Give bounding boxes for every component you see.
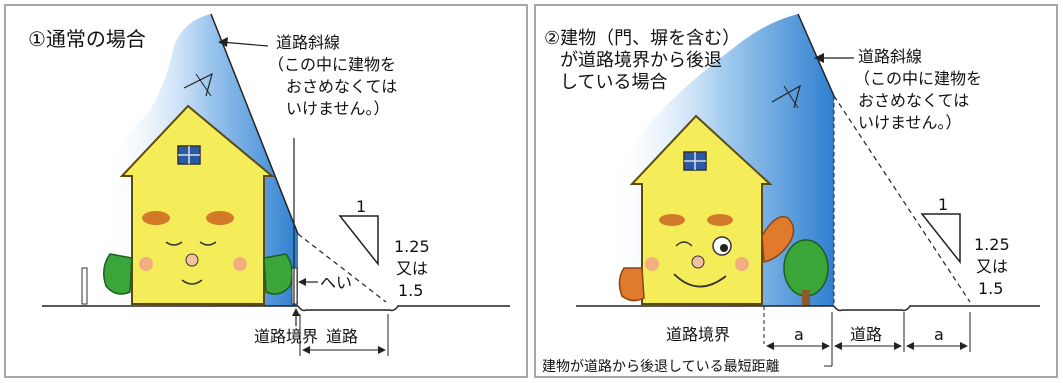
panel2-callout-line-2: おさめなくては: [858, 91, 969, 110]
panel2-setback-note: 建物が道路から後退している最短距離: [542, 358, 780, 375]
slope-mark: [771, 84, 801, 109]
slope-line-dashed: [297, 233, 387, 303]
panel1-road-label: 道路: [326, 327, 358, 346]
panel2-callout-title: 道路斜線: [858, 47, 922, 66]
panel2-road-label: 道路: [850, 325, 882, 344]
panel1-callout-line-1: （この中に建物を: [268, 55, 396, 74]
panel2-callout-line-1: （この中に建物を: [854, 69, 982, 88]
panel1-slope-side-2: 又は: [396, 259, 428, 278]
panel1-callout-line-2: おさめなくては: [286, 77, 397, 96]
panel2-title-line-2: が道路境界から後退: [560, 50, 722, 71]
panel2-setback-a-right: a: [934, 325, 944, 344]
panel2-slope-side-1: 1.25: [974, 235, 1010, 254]
tree: [783, 239, 829, 306]
fence-left: [81, 267, 88, 305]
panel1-boundary-label: 道路境界: [254, 327, 318, 346]
slope-mark: [183, 72, 213, 97]
slope-line: [797, 13, 835, 97]
panel1-illustration: ①通常の場合 道路斜線 （この中に建物を おさめなくては いけません。） 1 1…: [28, 13, 510, 356]
panel1-callout-line-3: いけません。）: [286, 99, 390, 118]
slope-line: [210, 13, 299, 235]
panel2-illustration: ②建物（門、塀を含む） が道路境界から後退 している場合 道路斜線 （この中に建…: [542, 13, 1040, 375]
panel2-slope-side-2: 又は: [976, 257, 1008, 276]
panel2-title-line-3: している場合: [560, 72, 667, 93]
house: [618, 114, 795, 305]
diagram-panel-setback-case: ②建物（門、塀を含む） が道路境界から後退 している場合 道路斜線 （この中に建…: [534, 4, 1058, 378]
panel2-setback-a-left: a: [794, 325, 804, 344]
panel2-slope-side-3: 1.5: [978, 279, 1003, 298]
slope-triangle: [338, 215, 379, 267]
panel2-title-line-1: ②建物（門、塀を含む）: [544, 28, 740, 49]
slope-triangle: [920, 213, 961, 265]
panel2-boundary-label: 道路境界: [666, 325, 730, 344]
panel1-slope-top: 1: [356, 197, 366, 216]
panel2-callout-line-3: いけません。）: [858, 113, 962, 132]
panel1-slope-side-3: 1.5: [398, 281, 423, 300]
panel1-slope-side-1: 1.25: [394, 237, 430, 256]
panel2-slope-top: 1: [938, 195, 948, 214]
panel1-fence-label: へい: [320, 273, 352, 292]
house: [103, 104, 293, 305]
diagram-panel-normal-case: ①通常の場合 道路斜線 （この中に建物を おさめなくては いけません。） 1 1…: [4, 4, 528, 378]
panel1-title: ①通常の場合: [28, 27, 146, 51]
panel1-callout-title: 道路斜線: [276, 33, 340, 52]
